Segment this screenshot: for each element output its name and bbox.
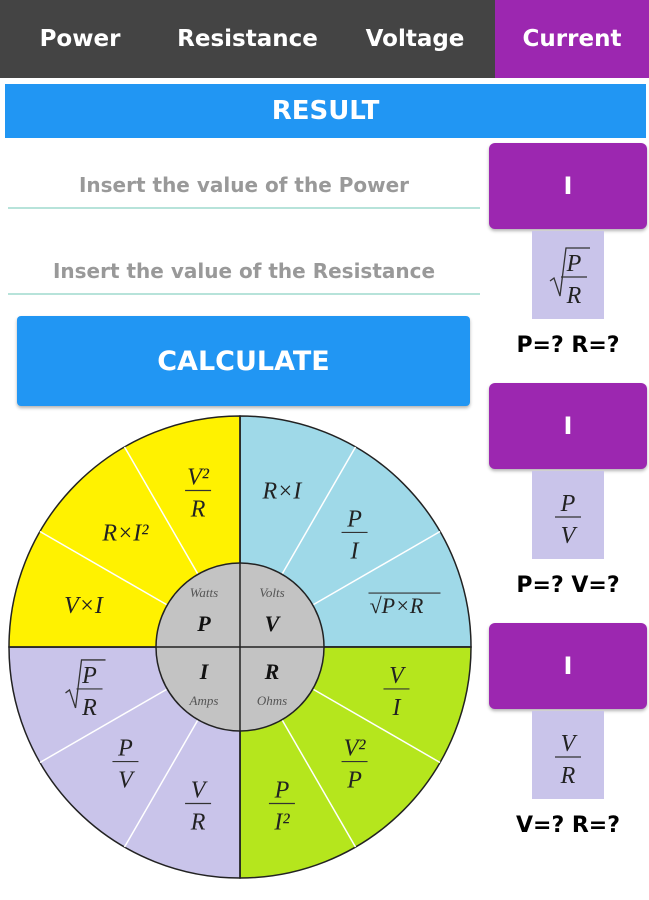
denominator: P	[346, 768, 362, 794]
power-input[interactable]: Insert the value of the Power	[8, 165, 480, 209]
quantity-symbol: I	[199, 659, 210, 684]
numerator: P	[560, 491, 576, 517]
formula-image: VR	[532, 711, 604, 799]
formula: √P×R	[368, 592, 441, 618]
tab-voltage[interactable]: Voltage	[365, 26, 465, 52]
formula-text: R×I	[261, 479, 302, 505]
result-banner: RESULT	[5, 84, 646, 138]
segment-divider	[123, 446, 199, 575]
numerator: P	[117, 736, 133, 762]
formula: V² R	[185, 465, 212, 523]
formula: PR	[549, 247, 590, 309]
formula-image: PR	[532, 231, 604, 319]
question-text: P=? V=?	[516, 573, 620, 598]
formula: VR	[185, 777, 212, 835]
current-formula-button[interactable]: I	[489, 143, 647, 229]
question-text: V=? R=?	[515, 813, 621, 838]
ohms-law-wheel: R×IPI√P×RVIV²PPI²VRPVPRV×IR×I²V²RWattsPV…	[8, 415, 472, 879]
numerator: P	[346, 506, 362, 532]
quantity-symbol: P	[196, 611, 211, 636]
denominator: I²	[273, 809, 290, 835]
formula: V×I	[64, 593, 104, 619]
numerator: V²	[344, 736, 367, 762]
formula: PV	[112, 736, 139, 794]
segment-divider	[39, 530, 168, 606]
segment-divider	[39, 688, 168, 764]
numerator: P	[274, 777, 290, 803]
unit-label: Amps	[189, 693, 219, 708]
resistance-input[interactable]: Insert the value of the Resistance	[8, 251, 480, 295]
segment-divider	[281, 719, 357, 848]
denominator: V	[561, 523, 578, 549]
formula-text: √P×R	[370, 593, 424, 618]
formula: V² P	[341, 736, 368, 794]
segment-divider	[312, 530, 441, 606]
segment-divider	[312, 688, 441, 764]
numerator: V	[561, 731, 578, 757]
current-formula-button[interactable]: I	[489, 623, 647, 709]
denominator: R	[566, 283, 582, 309]
formula: VI	[383, 663, 410, 721]
unit-label: Volts	[259, 585, 284, 600]
formula: PI	[341, 506, 368, 564]
unit-label: Watts	[190, 585, 218, 600]
formula-image: PV	[532, 471, 604, 559]
denominator: R	[190, 497, 206, 523]
numerator: V²	[187, 465, 210, 491]
tab-power[interactable]: Power	[39, 26, 121, 52]
numerator: P	[566, 251, 582, 277]
denominator: R	[560, 763, 576, 789]
denominator: R	[190, 809, 206, 835]
formula: R×I²	[101, 520, 149, 546]
formula: PR	[65, 659, 106, 721]
denominator: V	[118, 768, 135, 794]
tab-bar: Power Resistance Voltage Current	[0, 0, 649, 78]
formula: P I²	[268, 777, 295, 835]
denominator: I	[350, 538, 360, 564]
segment-divider	[281, 446, 357, 575]
sqrt-sign	[65, 659, 106, 709]
current-formula-button[interactable]: I	[489, 383, 647, 469]
formula: R×I	[261, 479, 302, 505]
question-text: P=? R=?	[516, 333, 620, 358]
formula-text: V×I	[64, 593, 104, 619]
formula: VR	[555, 731, 581, 789]
formula: PV	[555, 491, 581, 549]
tab-current[interactable]: Current	[495, 0, 649, 78]
tab-resistance[interactable]: Resistance	[177, 26, 318, 52]
numerator: V	[389, 663, 406, 689]
quantity-symbol: V	[265, 611, 282, 636]
unit-label: Ohms	[257, 693, 287, 708]
numerator: P	[81, 663, 97, 689]
denominator: I	[391, 695, 401, 721]
segment-divider	[123, 719, 199, 848]
denominator: R	[81, 695, 97, 721]
quantity-symbol: R	[264, 659, 280, 684]
formula-text: R×I²	[101, 520, 149, 546]
numerator: V	[191, 777, 208, 803]
sqrt-sign	[549, 247, 590, 297]
calculate-button[interactable]: CALCULATE	[17, 316, 470, 406]
